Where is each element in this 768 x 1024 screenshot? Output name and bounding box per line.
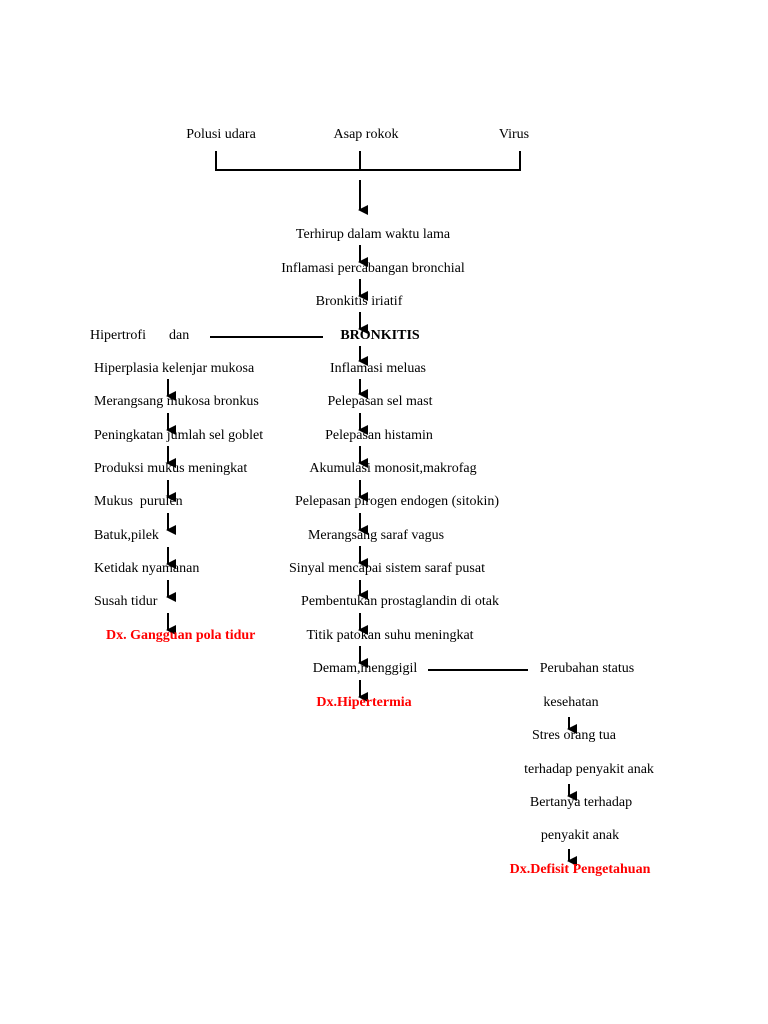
node-penyakit-anak: penyakit anak	[540, 828, 620, 843]
node-terhirup: Terhirup dalam waktu lama	[295, 227, 451, 242]
cause-virus: Virus	[498, 127, 530, 142]
dx-gangguan-pola-tidur: Dx. Gangguan pola tidur	[106, 628, 256, 643]
node-stres: Stres orang tua	[532, 728, 616, 743]
dx-defisit-pengetahuan: Dx.Defisit Pengetahuan	[509, 862, 651, 877]
node-hipertrofi: Hipertrofi	[90, 328, 146, 343]
node-bertanya: Bertanya terhadap	[529, 795, 633, 810]
node-sinyal: Sinyal mencapai sistem saraf pusat	[289, 561, 485, 576]
node-akumulasi: Akumulasi monosit,makrofag	[309, 461, 477, 476]
node-sel-goblet: Peningkatan jumlah sel goblet	[94, 428, 264, 443]
node-saraf-vagus: Merangsang saraf vagus	[307, 528, 445, 543]
node-prostaglandin: Pembentukan prostaglandin di otak	[301, 594, 499, 609]
cause-bracket	[215, 151, 521, 171]
node-inflamasi-meluas: Inflamasi meluas	[329, 361, 427, 376]
cause-asap-rokok: Asap rokok	[333, 127, 399, 142]
node-inflamasi-bronchial: Inflamasi percabangan bronchial	[281, 261, 465, 276]
node-demam: Demam,menggigil	[312, 661, 418, 676]
node-pirogen: Pelepasan pirogen endogen (sitokin)	[294, 494, 500, 509]
node-terhadap-penyakit: terhadap penyakit anak	[524, 762, 654, 777]
node-batuk: Batuk,pilek	[94, 528, 159, 543]
node-dan: dan	[169, 328, 190, 343]
cause-polusi-udara: Polusi udara	[186, 127, 256, 142]
node-sel-mast: Pelepasan sel mast	[327, 394, 433, 409]
node-perubahan-status: Perubahan status	[539, 661, 635, 676]
node-titik-patokan: Titik patokan suhu meningkat	[306, 628, 474, 643]
node-mukus-meningkat: Produksi mukus meningkat	[94, 461, 248, 476]
node-merangsang-mukosa: Merangsang mukosa bronkus	[94, 394, 259, 409]
node-susah-tidur: Susah tidur	[94, 594, 158, 609]
node-bronkitis: BRONKITIS	[340, 328, 420, 343]
node-histamin: Pelepasan histamin	[325, 428, 433, 443]
node-kesehatan: kesehatan	[543, 695, 599, 710]
node-mukus-purulen: Mukus purulen	[94, 494, 183, 509]
node-bronkitis-iriatif: Bronkitis iriatif	[315, 294, 403, 309]
node-hiperplasia: Hiperplasia kelenjar mukosa	[94, 361, 255, 376]
node-ketidak-nyamanan: Ketidak nyamanan	[94, 561, 200, 576]
dx-hipertermia: Dx.Hipertermia	[316, 695, 412, 710]
